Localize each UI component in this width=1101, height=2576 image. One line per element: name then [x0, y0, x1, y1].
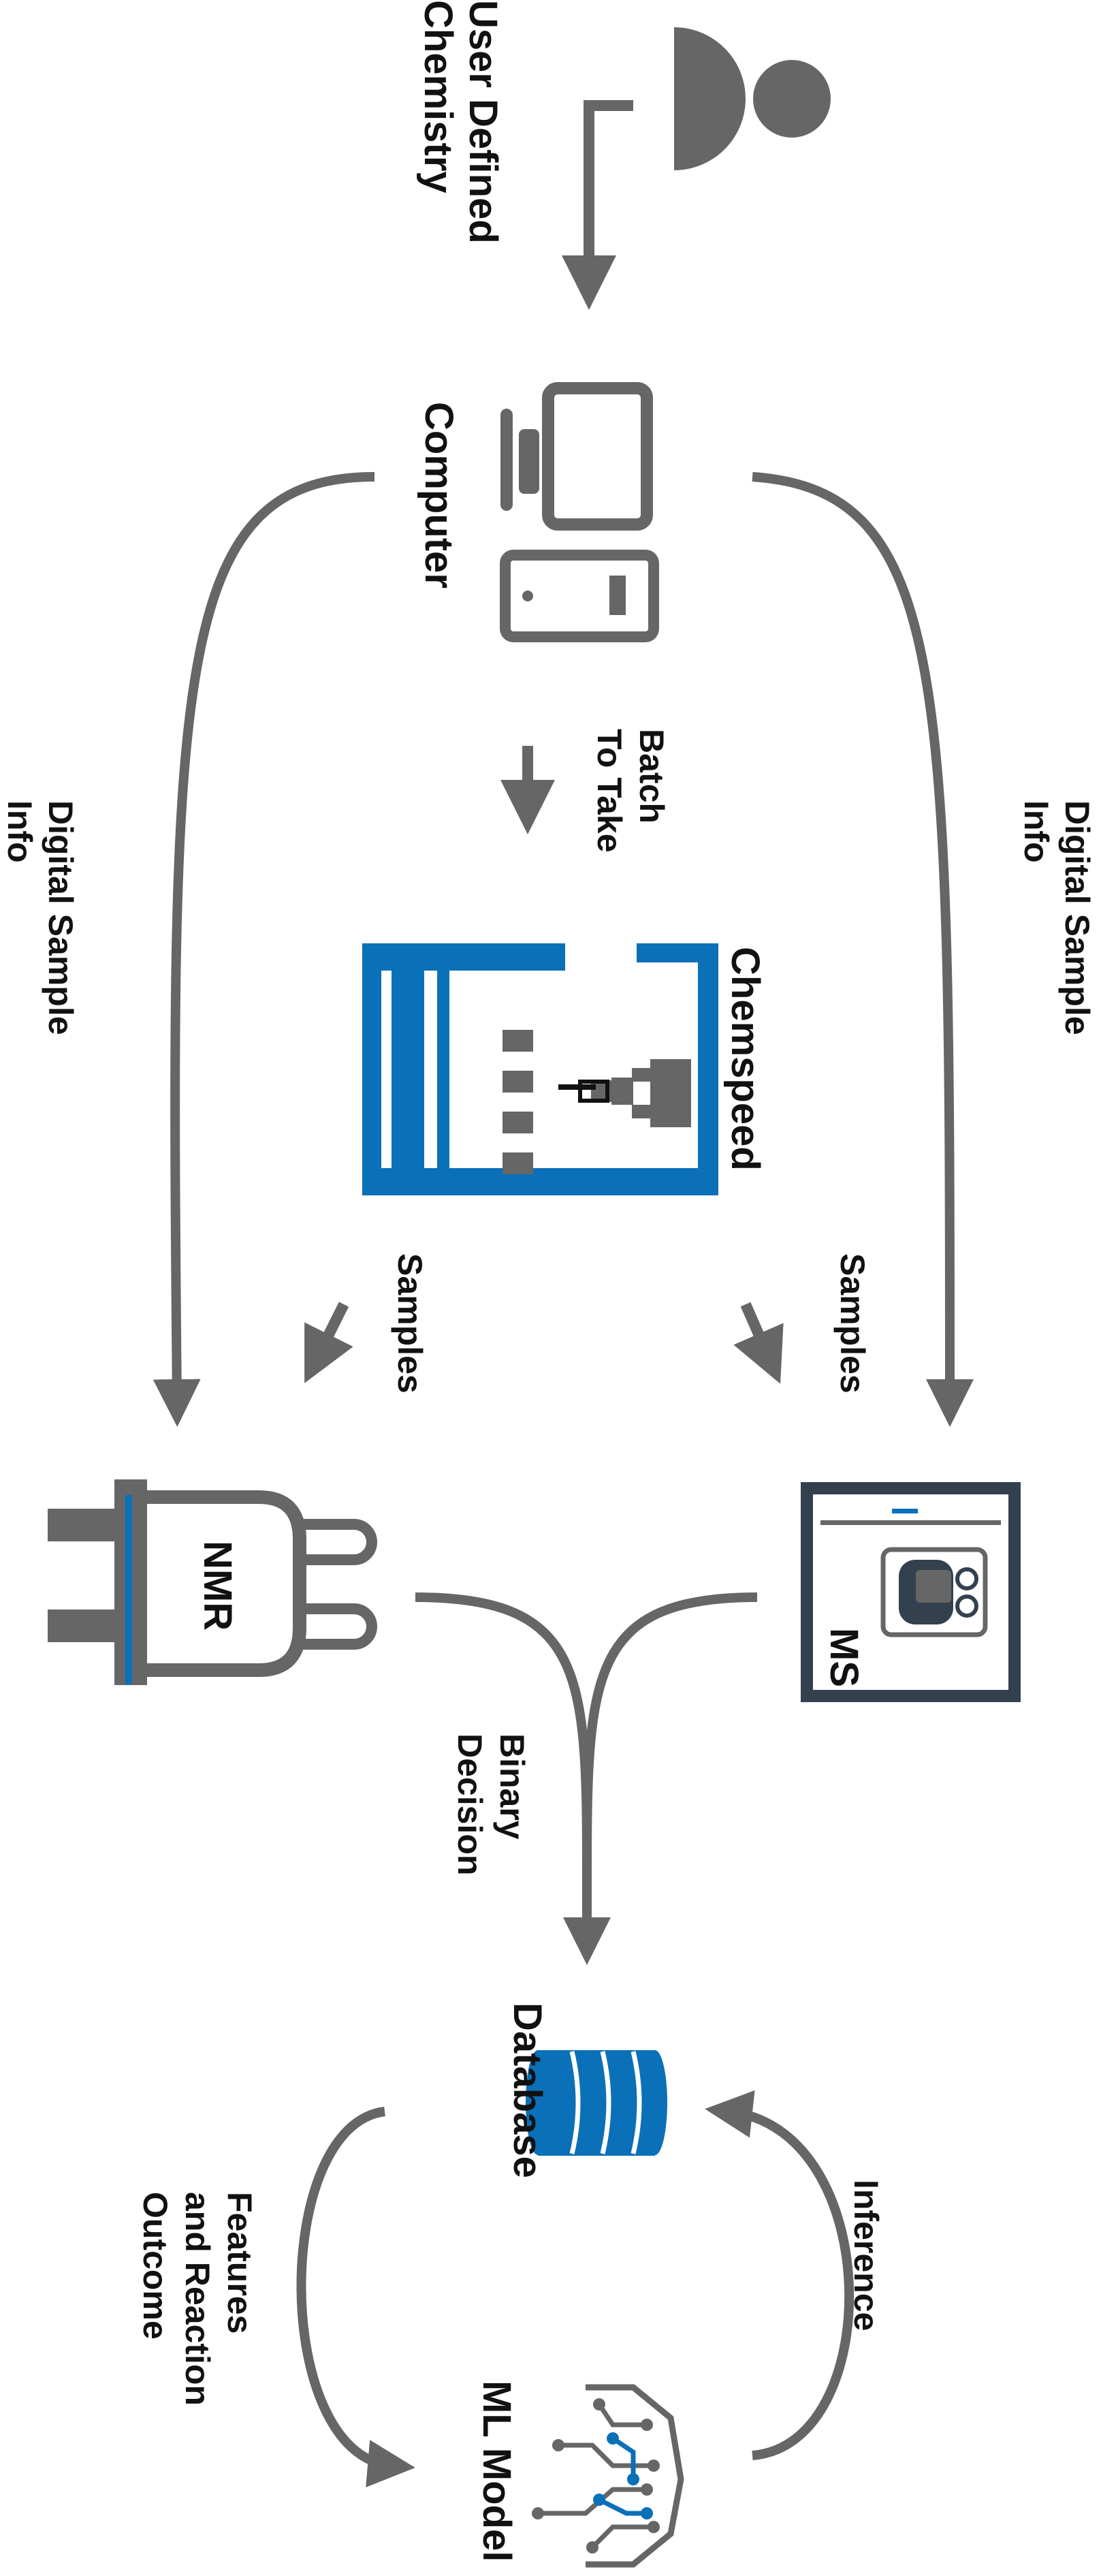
chemspeed-to-nmr-arrow — [304, 1302, 353, 1383]
digital-info-right-label: Digital Sample Info — [1017, 800, 1096, 1044]
mass-spectrometer-icon — [801, 1482, 1021, 1702]
features-label: Features and Reaction Outcome — [136, 2192, 259, 2415]
computer-to-nmr-curve — [153, 472, 375, 1427]
neural-circuit-icon — [532, 2384, 684, 2568]
batch-label: Batch To Take — [590, 729, 671, 853]
chemspeed-label: Chemspeed — [723, 947, 767, 1171]
database-to-ml-curve — [296, 2107, 415, 2487]
ms-to-database-curve — [582, 1592, 758, 1881]
database-label: Database — [505, 2002, 549, 2178]
nmr-magnet-icon — [48, 1479, 377, 1685]
ml-to-database-curve — [705, 2090, 855, 2460]
samples-left-label: Samples — [391, 1253, 429, 1394]
computer-to-ms-curve — [752, 472, 974, 1427]
user-icon — [674, 27, 831, 170]
chemspeed-robot-icon — [362, 943, 718, 1195]
user-label: User Defined Chemistry — [416, 0, 505, 255]
chemspeed-to-ms-arrow — [733, 1302, 784, 1384]
ml-model-label: ML Model — [475, 2381, 519, 2562]
nmr-label: NMR — [195, 1541, 240, 1631]
computer-icon — [500, 382, 659, 642]
binary-decision-label: Binary Decision — [451, 1733, 531, 1875]
samples-right-label: Samples — [833, 1253, 872, 1394]
user-to-computer-arrow — [562, 100, 633, 310]
database-icon — [526, 2050, 667, 2156]
digital-info-left-label: Digital Sample Info — [1, 800, 80, 1044]
computer-label: Computer — [417, 402, 461, 588]
inference-label: Inference — [847, 2180, 885, 2331]
ms-label: MS — [822, 1628, 866, 1687]
